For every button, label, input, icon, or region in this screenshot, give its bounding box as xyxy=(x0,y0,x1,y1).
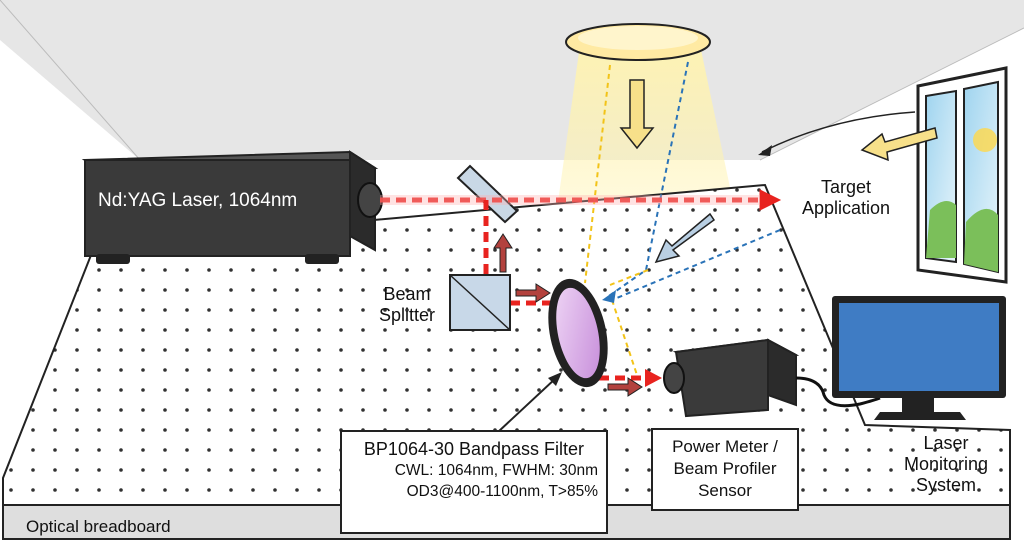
laser-label: Nd:YAG Laser, 1064nm xyxy=(98,190,298,211)
breadboard-label: Optical breadboard xyxy=(26,517,171,536)
sensor-label-line: Sensor xyxy=(698,481,752,500)
mirror-icon xyxy=(456,164,519,224)
bandpass-filter xyxy=(548,278,608,388)
beam-direction-arrow-icon-3 xyxy=(607,377,643,397)
ambient-light-ray-2 xyxy=(611,299,639,379)
beam-splitter-label: Beam Splitter xyxy=(364,284,450,326)
filter-title: BP1064-30 Bandpass Filter xyxy=(363,439,585,459)
window-icon xyxy=(916,66,1008,284)
power-meter-sensor xyxy=(663,338,800,418)
stray-light-arrow-icon xyxy=(654,212,716,264)
light-down-arrow-icon xyxy=(619,79,655,150)
stray-light-ray-2 xyxy=(611,229,781,301)
ambient-light-ray xyxy=(584,64,611,284)
ceiling xyxy=(0,0,1024,160)
beam-direction-arrow-icon-2 xyxy=(515,283,551,303)
monitoring-system-label: Laser Monitoring System xyxy=(886,433,1006,496)
beam-splitter-cube xyxy=(449,274,511,331)
filter-spec-cwl: CWL: 1064nm, FWHM: 30nm xyxy=(394,462,598,479)
beam-direction-arrow-icon xyxy=(493,233,513,273)
target-application-label-line: Target xyxy=(820,177,872,197)
monitor-icon xyxy=(832,296,1006,420)
filter-callout: BP1064-30 Bandpass Filter CWL: 1064nm, F… xyxy=(340,430,608,534)
beam-splitter-label-line: Splitter xyxy=(378,305,436,325)
laser-aperture-icon xyxy=(357,182,383,218)
sensor-aperture-icon xyxy=(663,362,685,394)
sunlight-arrow-icon xyxy=(860,127,938,162)
monitoring-system-label-line: System xyxy=(915,475,976,495)
sensor-cable xyxy=(795,376,881,408)
monitoring-system-label-line: Laser xyxy=(923,433,969,453)
nd-yag-laser xyxy=(81,150,383,264)
sensor-callout: Power Meter / Beam Profiler Sensor xyxy=(651,428,799,511)
monitoring-system-label-line: Monitoring xyxy=(903,454,989,474)
sensor-label-line: Power Meter / xyxy=(672,437,778,456)
beam-splitter-label-line: Beam xyxy=(383,284,431,304)
target-application-label: Target Application xyxy=(786,177,906,219)
target-application-label-line: Application xyxy=(801,198,891,218)
stray-light-ray xyxy=(605,61,689,299)
filter-spec-od: OD3@400-1100nm, T>85% xyxy=(406,483,598,500)
sensor-label-line: Beam Profiler xyxy=(673,459,777,478)
